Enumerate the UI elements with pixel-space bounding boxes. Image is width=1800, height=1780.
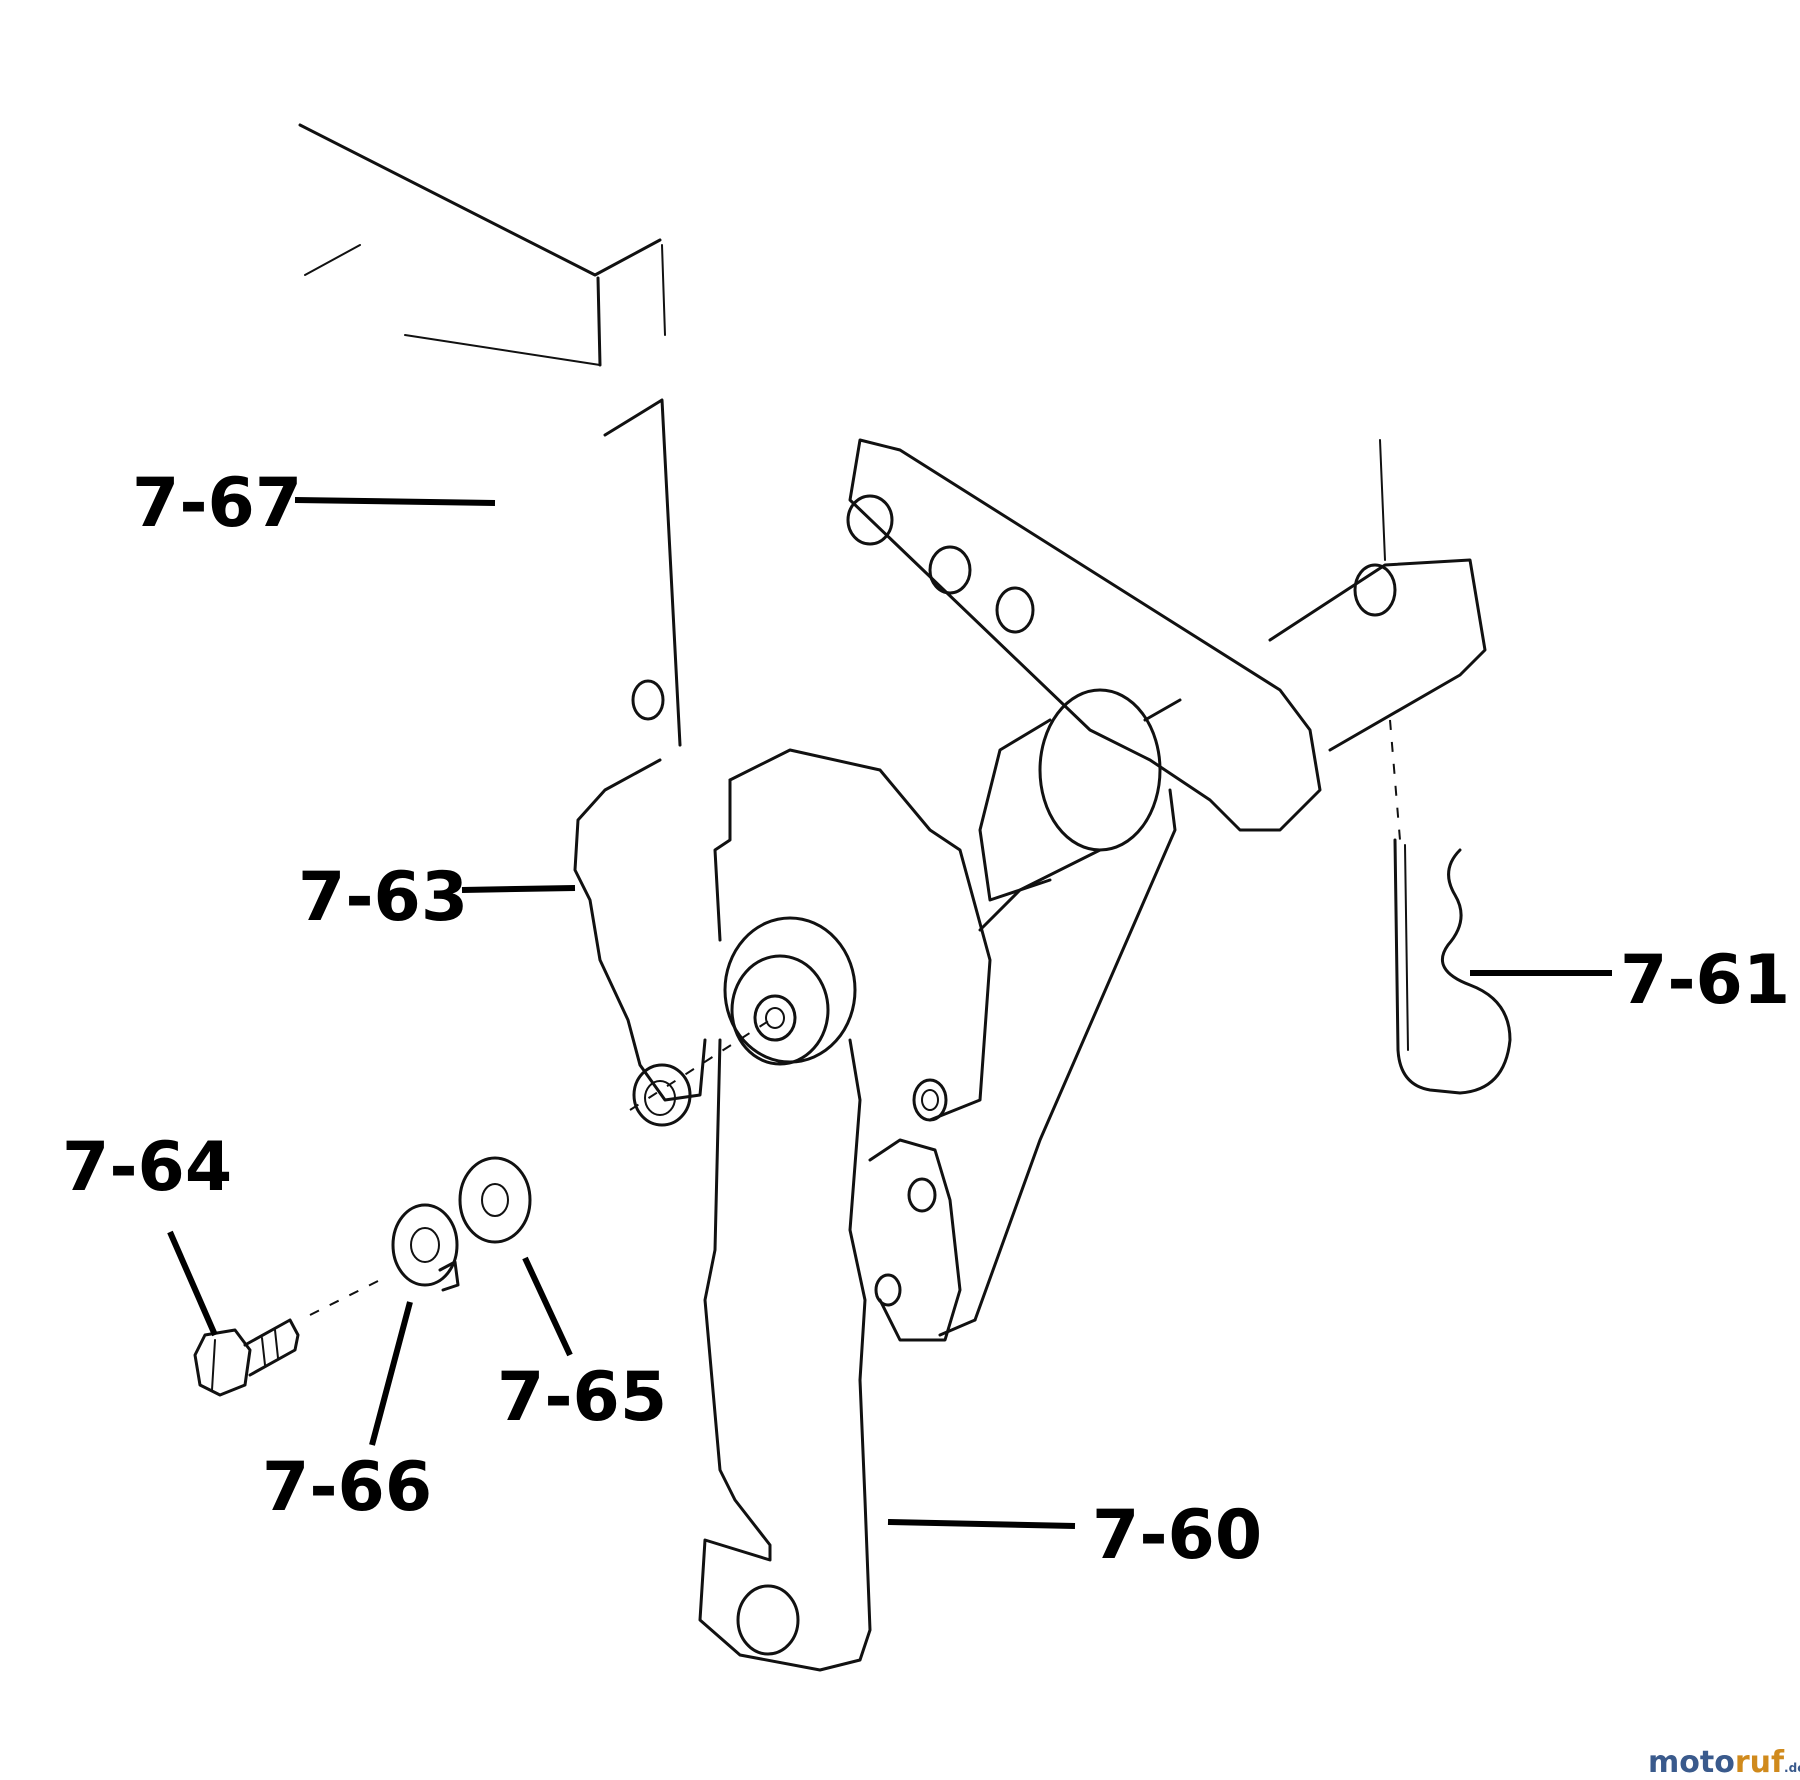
callout-7-63: 7-63: [298, 858, 468, 937]
callout-7-60: 7-60: [1092, 1496, 1262, 1575]
leader-7-63: [461, 885, 576, 893]
shaft: [1143, 439, 1487, 841]
leader-7-60: [887, 1519, 1076, 1529]
svg-text:motoruf.de: motoruf.de: [1648, 1745, 1800, 1780]
watermark-suffix: .de: [1784, 1761, 1800, 1775]
callout-7-67: 7-67: [132, 464, 302, 543]
callout-7-61: 7-61: [1620, 941, 1790, 1020]
flat-washer-7-65: [458, 1156, 532, 1244]
hairpin-clip-7-61: [1393, 838, 1512, 1095]
leader-7-65: [522, 1256, 573, 1357]
watermark-part-b: ruf: [1735, 1745, 1785, 1780]
callout-7-66: 7-66: [262, 1448, 432, 1527]
callout-7-65: 7-65: [497, 1358, 667, 1437]
lock-washer-7-66: [391, 1203, 460, 1292]
bolt-7-64: [193, 1279, 381, 1397]
bracket-plate-7-67: [298, 123, 682, 747]
leader-7-64: [167, 1230, 218, 1337]
upper-arm-plate: [846, 438, 1322, 832]
leader-7-66: [369, 1301, 413, 1446]
pivot-hub: [978, 688, 1162, 932]
watermark-logo: motoruf.de: [1648, 1745, 1800, 1780]
lever-arm-7-60: [629, 788, 1177, 1672]
watermark-part-a: moto: [1648, 1745, 1735, 1780]
leader-7-67: [294, 497, 496, 506]
mount-bracket-7-63: [573, 748, 992, 1127]
callout-7-64: 7-64: [62, 1128, 232, 1207]
